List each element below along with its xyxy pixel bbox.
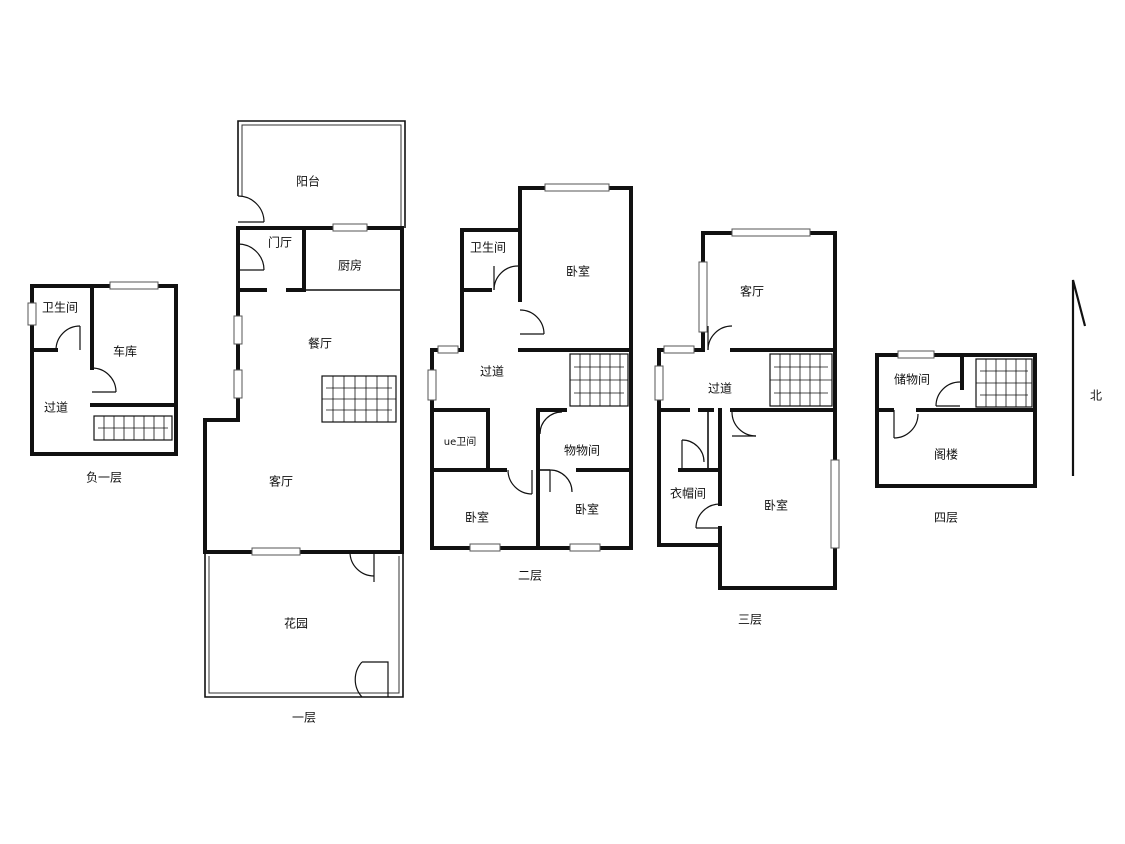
window bbox=[233, 369, 243, 399]
floor-label-f4: 四层 bbox=[934, 511, 958, 525]
balcony-rail bbox=[237, 120, 406, 228]
door-swing bbox=[549, 469, 573, 493]
door-swing bbox=[237, 195, 265, 223]
room-label-kitchen: 厨房 bbox=[338, 258, 362, 273]
floor-label-f3: 三层 bbox=[738, 613, 762, 627]
window bbox=[731, 228, 811, 237]
door-swing bbox=[354, 661, 363, 698]
balcony-rail-inner bbox=[241, 124, 402, 228]
room-label-garden: 花园 bbox=[284, 616, 308, 631]
window bbox=[897, 350, 935, 359]
window bbox=[332, 223, 368, 232]
door-leaf bbox=[362, 661, 389, 697]
window bbox=[27, 302, 37, 326]
floor-4-plan: 储物间 阁楼 四层 bbox=[875, 350, 1037, 525]
staircase bbox=[321, 375, 397, 423]
room-label-bedroom-sw: 卧室 bbox=[465, 510, 489, 525]
room-label-wc: ue卫间 bbox=[444, 435, 477, 448]
window bbox=[569, 543, 601, 552]
door-swing bbox=[707, 325, 733, 351]
room-label-storage: 物物间 bbox=[564, 444, 600, 458]
room-label-bath: 卫生间 bbox=[470, 241, 506, 255]
door-swing bbox=[237, 243, 265, 271]
room-label-cloakroom: 衣帽间 bbox=[670, 486, 706, 501]
room-label-corridor: 过道 bbox=[44, 401, 68, 415]
door-swing bbox=[935, 381, 961, 407]
window bbox=[698, 261, 708, 333]
floor-3-plan: 客厅 过道 衣帽间 卧室 三层 bbox=[654, 228, 840, 627]
door-swing bbox=[91, 367, 117, 393]
floor-2-plan: 卫生间 卧室 过道 ue卫间 物物间 卧室 卧室 二层 bbox=[427, 183, 633, 583]
door-swing bbox=[731, 411, 757, 437]
room-label-corridor: 过道 bbox=[480, 365, 504, 379]
room-label-bedroom-se: 卧室 bbox=[575, 502, 599, 517]
door-swing bbox=[55, 325, 81, 351]
floor-label-b1: 负一层 bbox=[86, 471, 122, 485]
room-label-balcony: 阳台 bbox=[296, 174, 320, 189]
staircase bbox=[975, 358, 1033, 408]
floor-4-outer-wall bbox=[875, 353, 1037, 488]
room-label-storage: 储物间 bbox=[894, 372, 930, 387]
window bbox=[427, 369, 437, 401]
staircase bbox=[93, 415, 173, 441]
garden-fence-inner bbox=[208, 556, 400, 694]
room-label-bedroom-ne: 卧室 bbox=[566, 264, 590, 279]
floor-b1-outer-wall bbox=[30, 284, 178, 456]
door-swing bbox=[493, 265, 519, 291]
room-label-foyer: 门厅 bbox=[268, 235, 292, 250]
door-swing bbox=[507, 469, 533, 495]
door-swing bbox=[349, 551, 375, 577]
door-swing bbox=[519, 309, 545, 335]
window bbox=[830, 459, 840, 549]
window bbox=[437, 345, 459, 354]
room-label-garage: 车库 bbox=[113, 344, 137, 359]
window bbox=[654, 365, 664, 401]
room-label-corridor: 过道 bbox=[708, 382, 732, 396]
room-label-attic: 阁楼 bbox=[934, 447, 958, 462]
window bbox=[469, 543, 501, 552]
window bbox=[663, 345, 695, 354]
floor-label-f1: 一层 bbox=[292, 711, 316, 725]
window bbox=[251, 547, 301, 556]
room-label-bedroom: 卧室 bbox=[764, 498, 788, 513]
staircase bbox=[569, 353, 629, 407]
door-swing bbox=[893, 413, 919, 439]
door-swing bbox=[695, 503, 721, 529]
room-label-living: 客厅 bbox=[740, 284, 764, 299]
wall bbox=[236, 226, 404, 554]
window bbox=[233, 315, 243, 345]
window bbox=[544, 183, 610, 192]
north-arrow-icon bbox=[1071, 279, 1087, 476]
room-label-bath: 卫生间 bbox=[42, 301, 78, 315]
compass: 北 bbox=[1071, 279, 1102, 476]
door-swing bbox=[539, 411, 563, 435]
window bbox=[109, 281, 159, 290]
floor-1-plan: 阳台 门厅 厨房 餐厅 客厅 花园 一层 bbox=[203, 120, 406, 725]
staircase bbox=[769, 353, 833, 407]
north-label: 北 bbox=[1090, 389, 1102, 403]
room-label-dining: 餐厅 bbox=[308, 336, 332, 351]
garden-fence bbox=[204, 552, 404, 698]
door-swing bbox=[681, 439, 705, 463]
floor-b1-plan: 卫生间 车库 过道 负一层 bbox=[27, 281, 178, 485]
floor-label-f2: 二层 bbox=[518, 569, 542, 583]
room-label-living: 客厅 bbox=[269, 474, 293, 489]
